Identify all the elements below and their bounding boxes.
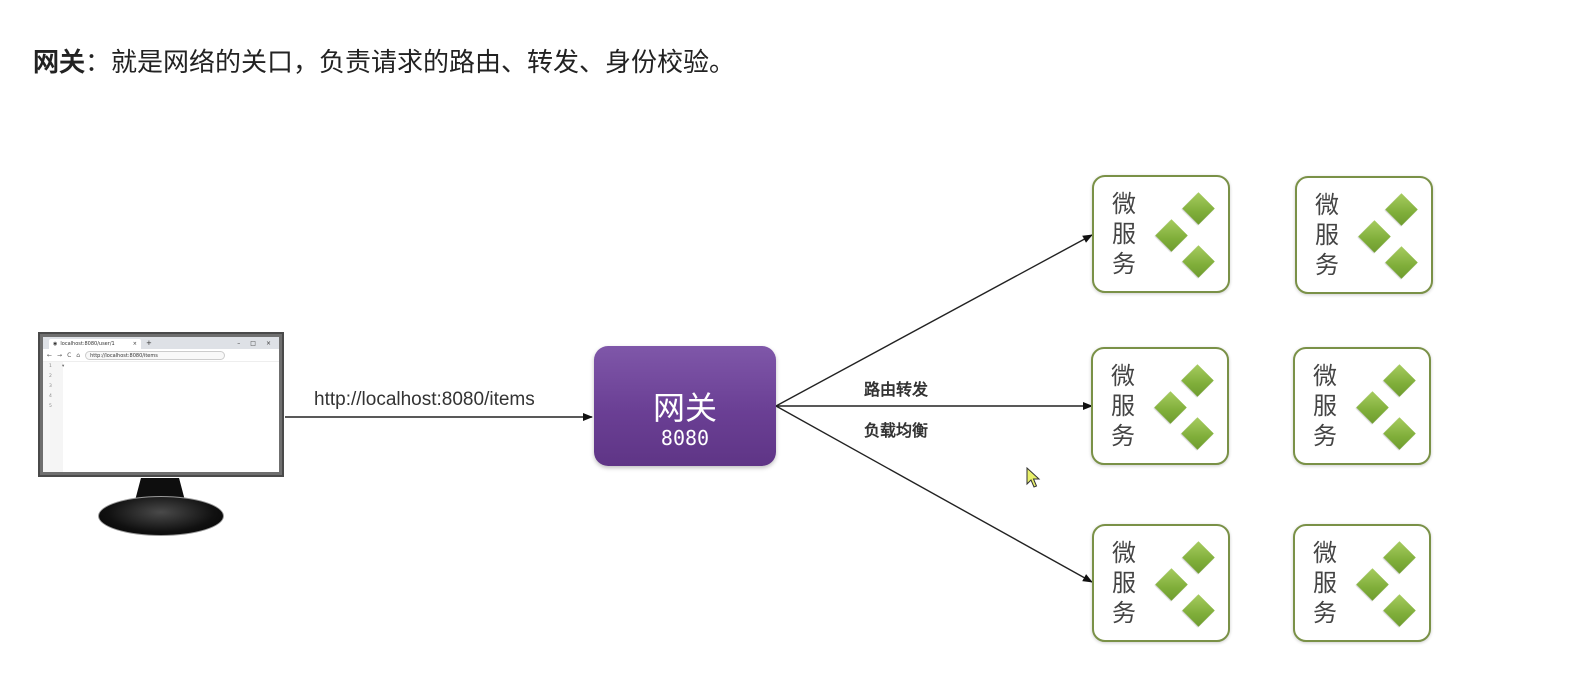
new-tab-icon: + <box>146 339 152 347</box>
arrow-gateway-to-service-top <box>775 234 1093 407</box>
browser-tab-bar: ◉ localhost:8080/user/1 × + – □ × <box>43 337 279 349</box>
line-number-gutter: 1 2 3 4 5 <box>43 362 63 472</box>
forward-icon: → <box>57 351 63 359</box>
microservice-node: 微服务 <box>1293 347 1431 465</box>
globe-icon: ◉ <box>53 341 58 347</box>
microservice-label: 微服务 <box>1313 362 1337 450</box>
browser-tab-title: localhost:8080/user/1 <box>60 341 115 347</box>
microservice-label: 微服务 <box>1313 539 1337 627</box>
diamond-icon <box>1182 594 1215 627</box>
diamond-icon <box>1358 220 1391 253</box>
microservice-node: 微服务 <box>1092 175 1230 293</box>
client-monitor: ◉ localhost:8080/user/1 × + – □ × ← → C … <box>38 332 284 477</box>
microservice-node: 微服务 <box>1293 524 1431 642</box>
minimize-icon: – <box>237 339 241 347</box>
gateway-node: 网关 8080 <box>594 346 776 466</box>
page-heading: 网关：就是网络的关口，负责请求的路由、转发、身份校验。 <box>33 45 735 81</box>
microservice-node: 微服务 <box>1295 176 1433 294</box>
request-url-label: http://localhost:8080/items <box>314 389 535 410</box>
microservice-label: 微服务 <box>1112 539 1136 627</box>
reload-icon: C <box>67 351 72 359</box>
diamond-icon <box>1383 417 1416 450</box>
browser-tab: ◉ localhost:8080/user/1 × <box>49 339 141 349</box>
microservice-node: 微服务 <box>1091 347 1229 465</box>
microservice-label: 微服务 <box>1111 362 1135 450</box>
diamond-icon <box>1155 568 1188 601</box>
line-number: 1 <box>49 364 52 369</box>
diamond-icon <box>1356 391 1389 424</box>
home-icon: ⌂ <box>76 351 81 359</box>
heading-definition: ：就是网络的关口，负责请求的路由、转发、身份校验。 <box>85 48 736 78</box>
diamond-icon <box>1181 417 1214 450</box>
diamond-icon <box>1182 192 1215 225</box>
diamond-icon <box>1182 245 1215 278</box>
arrow-gateway-to-service-bottom <box>775 405 1093 583</box>
diamond-icon <box>1154 391 1187 424</box>
heading-term: 网关 <box>33 48 86 78</box>
diamond-icon <box>1385 246 1418 279</box>
tab-close-icon: × <box>132 341 137 347</box>
microservice-label: 微服务 <box>1315 191 1339 279</box>
back-icon: ← <box>47 351 53 359</box>
browser-address-bar: http://localhost:8080/items <box>85 350 226 360</box>
line-number: 3 <box>49 384 52 389</box>
line-number: 2 <box>49 374 52 379</box>
monitor-stand-base <box>98 496 224 536</box>
diamond-icon <box>1181 364 1214 397</box>
line-number: 4 <box>49 394 52 399</box>
mouse-pointer-icon <box>1026 467 1041 488</box>
maximize-icon: □ <box>250 339 256 347</box>
diamond-icon <box>1383 541 1416 574</box>
routing-label: 路由转发 <box>864 380 929 399</box>
diamond-icon <box>1383 594 1416 627</box>
microservice-node: 微服务 <box>1092 524 1230 642</box>
browser-window: ◉ localhost:8080/user/1 × + – □ × ← → C … <box>43 337 279 472</box>
browser-toolbar: ← → C ⌂ http://localhost:8080/items <box>43 349 279 362</box>
line-number: 5 <box>49 404 52 409</box>
diamond-icon <box>1383 364 1416 397</box>
diamond-icon <box>1182 541 1215 574</box>
close-window-icon: × <box>265 339 271 347</box>
gateway-port: 8080 <box>660 426 710 450</box>
gateway-name: 网关 <box>652 389 717 427</box>
fold-caret-icon: ▾ <box>62 364 65 369</box>
load-balance-label: 负载均衡 <box>864 421 929 440</box>
diamond-icon <box>1385 193 1418 226</box>
diamond-icon <box>1155 219 1188 252</box>
diamond-icon <box>1356 568 1389 601</box>
microservice-label: 微服务 <box>1112 190 1136 278</box>
window-controls: – □ × <box>237 340 271 347</box>
